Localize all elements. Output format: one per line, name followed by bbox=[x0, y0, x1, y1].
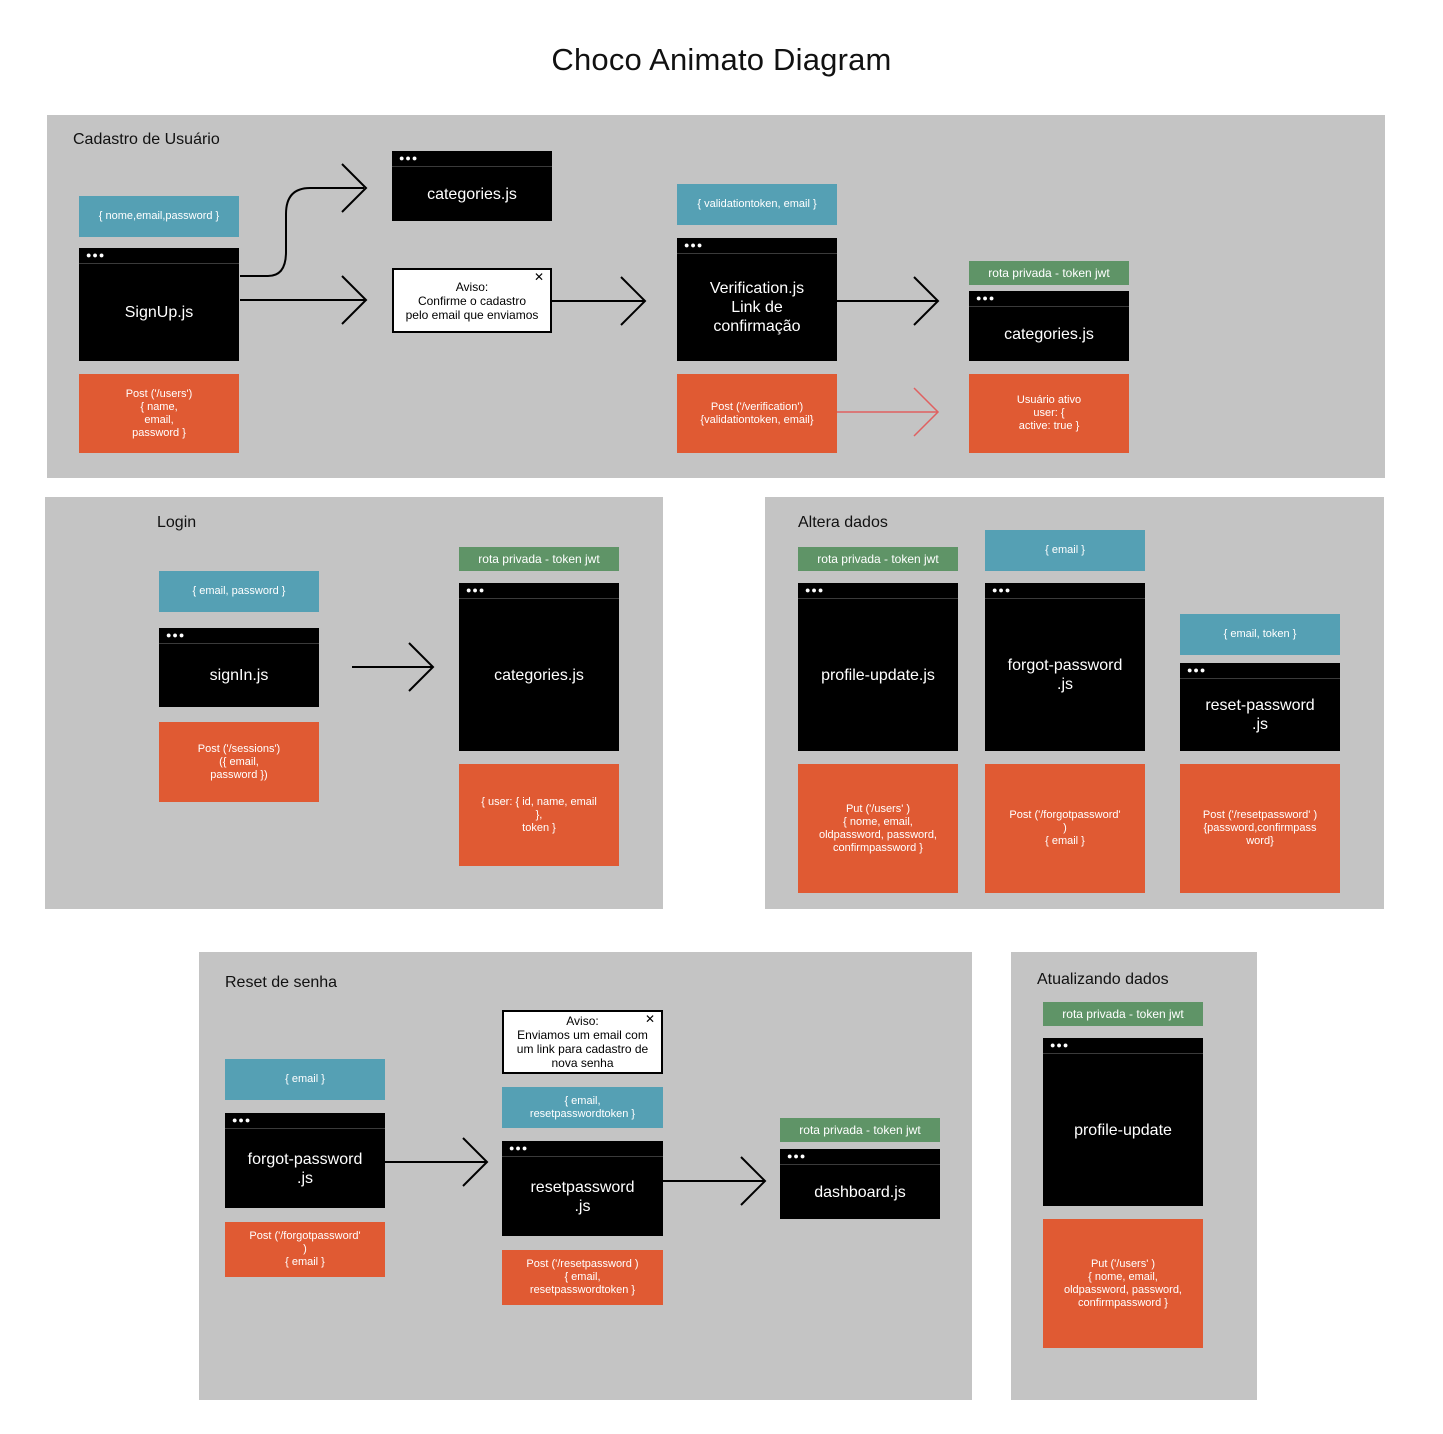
window-label: categories.js bbox=[1004, 325, 1094, 343]
signup-payload: { nome,email,password } bbox=[79, 196, 239, 237]
window-label: signIn.js bbox=[209, 667, 269, 684]
window-label: SignUp.js bbox=[124, 304, 194, 321]
arrow-head bbox=[740, 1156, 767, 1206]
window-dots-icon: ●●● bbox=[86, 250, 106, 260]
window-titlebar: ●●● bbox=[392, 151, 552, 167]
arrow-head bbox=[913, 276, 940, 326]
window-dots-icon: ●●● bbox=[509, 1143, 529, 1153]
login-response: { user: { id, name, email }, token } bbox=[459, 764, 619, 866]
verification-payload: { validationtoken, email } bbox=[677, 184, 837, 225]
profile-put: Put ('/users' ) { nome, email, oldpasswo… bbox=[798, 764, 958, 893]
alert-text: Aviso: Confirme o cadastro pelo email qu… bbox=[405, 279, 539, 322]
window-titlebar: ●●● bbox=[1043, 1038, 1203, 1054]
window-dots-icon: ●●● bbox=[166, 630, 186, 640]
panel-login-title: Login bbox=[157, 514, 197, 531]
forgot-post: Post ('/forgotpassword' ) { email } bbox=[985, 764, 1145, 893]
arrow-head bbox=[341, 163, 368, 213]
signup-post: Post ('/users') { name, email, password … bbox=[79, 374, 239, 453]
window-dots-icon: ●●● bbox=[232, 1115, 252, 1125]
categories-window-top: ●●● categories.js bbox=[392, 151, 552, 221]
active-user-response: Usuário ativo user: { active: true } bbox=[969, 374, 1129, 453]
reset-token-payload: { email, resetpasswordtoken } bbox=[502, 1087, 663, 1128]
window-label: dashboard.js bbox=[814, 1183, 906, 1201]
resetpassword-post: Post ('/resetpassword ) { email, resetpa… bbox=[502, 1250, 663, 1305]
window-dots-icon: ●●● bbox=[684, 240, 704, 250]
forgot-password-window: ●●● forgot-password .js bbox=[985, 583, 1145, 751]
private-route-badge: rota privada - token jwt bbox=[1043, 1002, 1203, 1026]
window-label: forgot-password .js bbox=[247, 1150, 363, 1187]
dashboard-window: ●●● dashboard.js bbox=[780, 1149, 940, 1219]
signin-window: ●●● signIn.js bbox=[159, 628, 319, 707]
window-dots-icon: ●●● bbox=[399, 153, 419, 163]
alert-confirm-email: ✕ Aviso: Confirme o cadastro pelo email … bbox=[392, 268, 552, 333]
window-label: Verification.js Link de confirmação bbox=[709, 280, 805, 335]
window-titlebar: ●●● bbox=[677, 238, 837, 254]
forgot-payload: { email } bbox=[985, 530, 1145, 571]
window-dots-icon: ●●● bbox=[466, 585, 486, 595]
arrow-head bbox=[341, 275, 368, 325]
window-dots-icon: ●●● bbox=[1050, 1040, 1070, 1050]
window-dots-icon: ●●● bbox=[787, 1151, 807, 1161]
window-dots-icon: ●●● bbox=[992, 585, 1012, 595]
verification-window: ●●● Verification.js Link de confirmação bbox=[677, 238, 837, 361]
categories-window-login: ●●● categories.js bbox=[459, 583, 619, 751]
arrow-head bbox=[408, 642, 435, 692]
reset-post: Post ('/resetpassword' ) {password,confi… bbox=[1180, 764, 1340, 893]
window-dots-icon: ●●● bbox=[805, 585, 825, 595]
reset-forgot-post: Post ('/forgotpassword' ) { email } bbox=[225, 1222, 385, 1277]
window-titlebar: ●●● bbox=[225, 1113, 385, 1129]
arrow-head bbox=[620, 276, 647, 326]
window-label: categories.js bbox=[427, 185, 517, 203]
window-titlebar: ●●● bbox=[502, 1141, 663, 1157]
window-titlebar: ●●● bbox=[780, 1149, 940, 1165]
resetpassword-window: ●●● resetpassword .js bbox=[502, 1141, 663, 1236]
panel-atualizando-title: Atualizando dados bbox=[1037, 971, 1169, 988]
window-titlebar: ●●● bbox=[79, 248, 239, 264]
window-label: forgot-password .js bbox=[1007, 657, 1123, 693]
arrow-head bbox=[913, 387, 940, 437]
window-label: profile-update bbox=[1074, 1121, 1172, 1139]
reset-payload: { email, token } bbox=[1180, 614, 1340, 655]
login-payload: { email, password } bbox=[159, 571, 319, 612]
private-route-badge: rota privada - token jwt bbox=[459, 547, 619, 571]
close-icon[interactable]: ✕ bbox=[533, 270, 544, 284]
window-titlebar: ●●● bbox=[1180, 663, 1340, 679]
window-dots-icon: ●●● bbox=[1187, 665, 1207, 675]
signup-window: ●●● SignUp.js bbox=[79, 248, 239, 361]
window-titlebar: ●●● bbox=[969, 291, 1129, 307]
reset-password-window: ●●● reset-password .js bbox=[1180, 663, 1340, 751]
window-label: profile-update.js bbox=[821, 666, 935, 684]
alert-text: Aviso: Enviamos um email com um link par… bbox=[516, 1014, 649, 1070]
window-titlebar: ●●● bbox=[159, 628, 319, 644]
login-post: Post ('/sessions') ({ email, password }) bbox=[159, 722, 319, 802]
profile-update-window: ●●● profile-update.js bbox=[798, 583, 958, 751]
private-route-badge: rota privada - token jwt bbox=[969, 261, 1129, 285]
window-titlebar: ●●● bbox=[985, 583, 1145, 599]
panel-cadastro-title: Cadastro de Usuário bbox=[73, 131, 220, 148]
profile-update-window-2: ●●● profile-update bbox=[1043, 1038, 1203, 1206]
window-label: categories.js bbox=[494, 666, 584, 684]
window-titlebar: ●●● bbox=[459, 583, 619, 599]
private-route-badge: rota privada - token jwt bbox=[780, 1118, 940, 1142]
close-icon[interactable]: ✕ bbox=[644, 1012, 655, 1026]
panel-altera-title: Altera dados bbox=[798, 514, 888, 531]
panel-reset-title: Reset de senha bbox=[225, 974, 338, 991]
window-label: resetpassword .js bbox=[530, 1178, 635, 1215]
diagram-title: Choco Animato Diagram bbox=[551, 42, 892, 77]
arrow-head bbox=[462, 1137, 489, 1187]
profile-put-2: Put ('/users' ) { nome, email, oldpasswo… bbox=[1043, 1219, 1203, 1348]
window-titlebar: ●●● bbox=[798, 583, 958, 599]
categories-window-right: ●●● categories.js bbox=[969, 291, 1129, 361]
alert-reset-email: ✕ Aviso: Enviamos um email com um link p… bbox=[502, 1010, 663, 1074]
verification-post: Post ('/verification') {validationtoken,… bbox=[677, 374, 837, 453]
window-label: reset-password .js bbox=[1205, 697, 1315, 733]
reset-forgot-payload: { email } bbox=[225, 1059, 385, 1100]
private-route-badge: rota privada - token jwt bbox=[798, 547, 958, 571]
arrow-signup-to-categories bbox=[240, 187, 364, 277]
reset-forgot-window: ●●● forgot-password .js bbox=[225, 1113, 385, 1208]
window-dots-icon: ●●● bbox=[976, 293, 996, 303]
